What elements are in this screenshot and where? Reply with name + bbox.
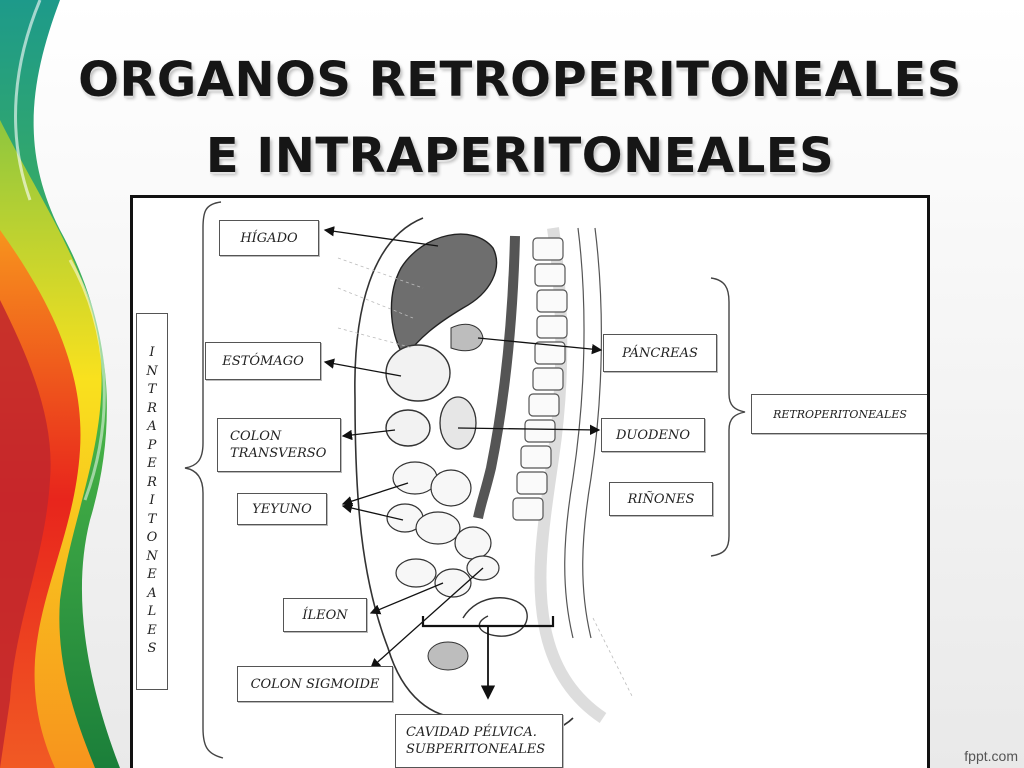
abdomen-sagittal-section [184,201,746,759]
intraperitoneales-letter: P [147,437,157,453]
label-rinones: RIÑONES [609,482,713,516]
liver-shape [390,233,498,360]
left-brace [184,201,224,759]
retroperitoneales-group-label: RETROPERITONEALES [751,394,927,434]
transverse-colon-shape [385,409,431,447]
pelvic-bracket [421,616,555,628]
spine [512,227,607,723]
intraperitoneales-letter: E [147,622,157,638]
decorative-swirl [0,0,120,768]
label-higado: HÍGADO [219,220,319,256]
label-duodeno: DUODENO [601,418,705,452]
intraperitoneales-letter: A [147,585,157,601]
intraperitoneales-letter: N [146,548,158,564]
bladder-shape [427,641,469,671]
label-pancreas: PÁNCREAS [603,334,717,372]
label-ileon: ÍLEON [283,598,367,632]
aorta [473,235,520,520]
intraperitoneales-letter: R [147,400,157,416]
intraperitoneales-letter: T [147,382,157,398]
intraperitoneales-letter: A [147,419,157,435]
label-estomago: ESTÓMAGO [205,342,321,380]
intraperitoneales-letter: T [147,511,157,527]
footer-watermark: fppt.com [964,748,1018,764]
intraperitoneales-letter: R [147,474,157,490]
duodenum-shape [439,396,477,450]
slide-title-line2: E INTRAPERITONEALES [205,128,835,184]
right-brace [710,277,746,557]
ileum-loops [395,555,500,598]
intraperitoneales-letter: L [147,604,157,620]
intraperitoneales-letter: O [146,530,158,546]
intraperitoneales-letter: E [147,456,157,472]
intraperitoneales-letter: E [147,567,157,583]
label-cavidad-pelvica: CAVIDAD PÉLVICA. SUBPERITONEALES [395,714,563,768]
stomach-shape [385,344,451,402]
intraperitoneales-letter: I [149,345,155,361]
intraperitoneales-letter: N [146,363,158,379]
intraperitoneales-letter: I [149,493,155,509]
label-yeyuno: YEYUNO [237,493,327,525]
guide-lines [337,257,634,699]
label-colon-transverso: COLON TRANSVERSO [217,418,341,472]
jejunum-loops [386,461,492,560]
slide-title-line1: ORGANOS RETROPERITONEALES [78,52,962,108]
label-colon-sigmoide: COLON SIGMOIDE [237,666,393,702]
sigmoid-colon-shape [462,597,528,637]
pointer-arrows [323,226,603,669]
intraperitoneales-letter: S [147,641,157,657]
